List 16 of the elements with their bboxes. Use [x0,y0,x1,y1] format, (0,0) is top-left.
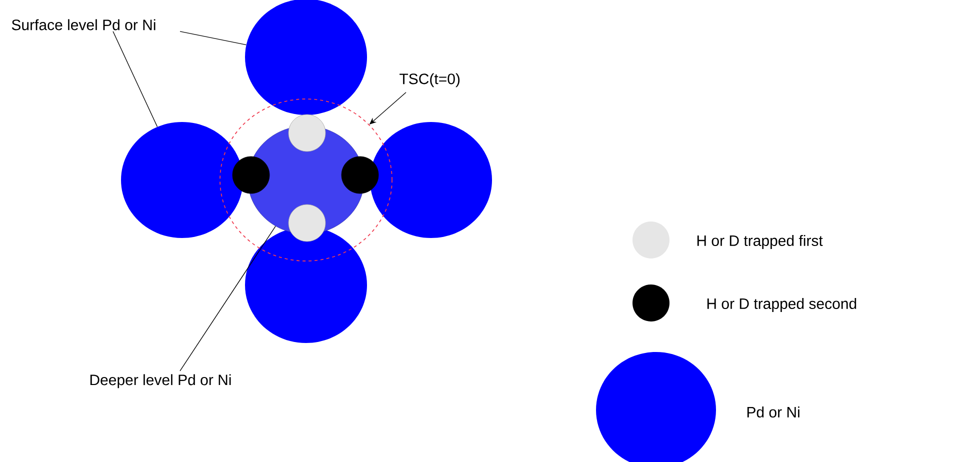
leader-line [180,226,276,372]
leader-line [112,31,158,128]
atom-circle [370,122,492,238]
legend-label: H or D trapped first [697,235,823,249]
legend-label: Pd or Ni [747,406,800,418]
legend-label: H or D trapped second [707,298,856,312]
leader-line [180,31,246,46]
atom-circle [232,156,270,194]
atom-circle [341,156,379,194]
leader-label: Surface level Pd or Ni [12,19,156,30]
atom-circle [288,114,326,152]
leader-label: Deeper level Pd or Ni [90,374,231,388]
dashed-circle [220,98,392,262]
leader-label: TSC(t=0) [400,73,460,88]
atom-circle [121,122,243,238]
atom-circle [288,204,326,242]
